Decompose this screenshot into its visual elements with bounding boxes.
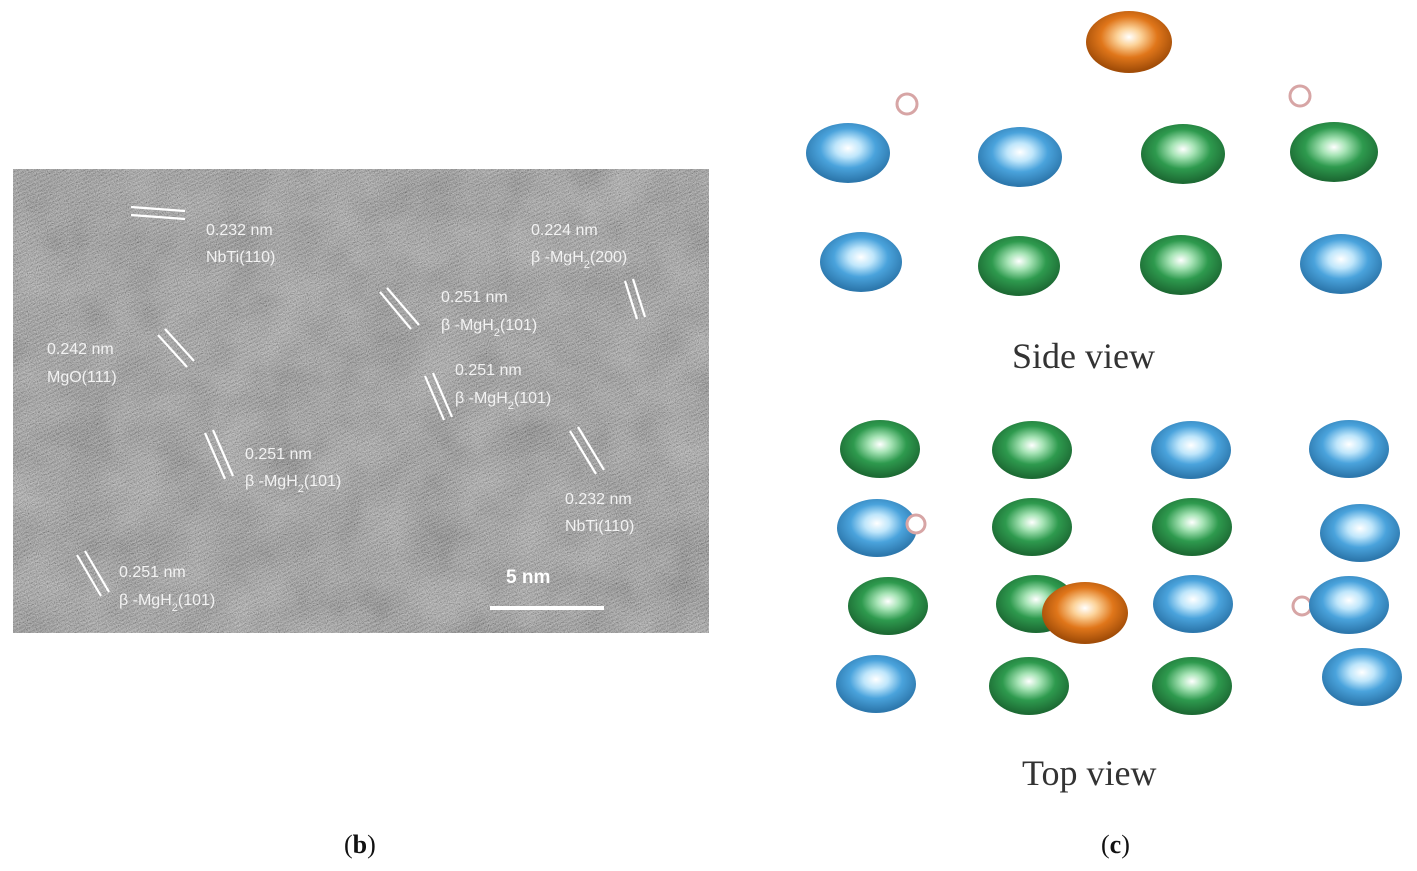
annotation-5-plane: β -MgH2(101)	[455, 390, 551, 412]
caption-c: (c)	[1101, 830, 1130, 859]
annotation-2-plane: β -MgH2(200)	[531, 249, 627, 271]
scale-bar-label: 5 nm	[506, 567, 550, 588]
annotation-8-d: 0.251 nm	[119, 564, 186, 581]
lattice-markers	[76, 205, 647, 597]
annotation-3-plane: β -MgH2(101)	[441, 317, 537, 339]
caption-c-letter: c	[1109, 830, 1122, 859]
annotation-8-plane: β -MgH2(101)	[119, 592, 215, 614]
annotation-5-d: 0.251 nm	[455, 362, 522, 379]
caption-b-letter: b	[352, 830, 368, 859]
annotation-1-plane: NbTi(110)	[206, 249, 275, 266]
annotation-6-plane: β -MgH2(101)	[245, 473, 341, 495]
caption-b: (b)	[344, 830, 376, 859]
annotation-2-d: 0.224 nm	[531, 222, 598, 239]
annotation-7-d: 0.232 nm	[565, 491, 632, 508]
side-view-atoms	[806, 11, 1382, 296]
annotation-6-d: 0.251 nm	[245, 446, 312, 463]
annotation-7-plane: NbTi(110)	[565, 518, 634, 535]
annotation-3-d: 0.251 nm	[441, 289, 508, 306]
top-view-atoms	[836, 420, 1402, 715]
atomic-model: Side view Top view	[806, 11, 1402, 793]
scale-bar	[490, 606, 604, 610]
hrtem-image: 0.232 nm NbTi(110) 0.224 nm β -MgH2(200)…	[13, 169, 709, 633]
annotation-1-d: 0.232 nm	[206, 222, 273, 239]
annotation-4-d: 0.242 nm	[47, 341, 114, 358]
top-view-label: Top view	[1022, 753, 1156, 793]
side-view-label: Side view	[1012, 336, 1155, 376]
annotation-4-plane: MgO(111)	[47, 369, 117, 386]
